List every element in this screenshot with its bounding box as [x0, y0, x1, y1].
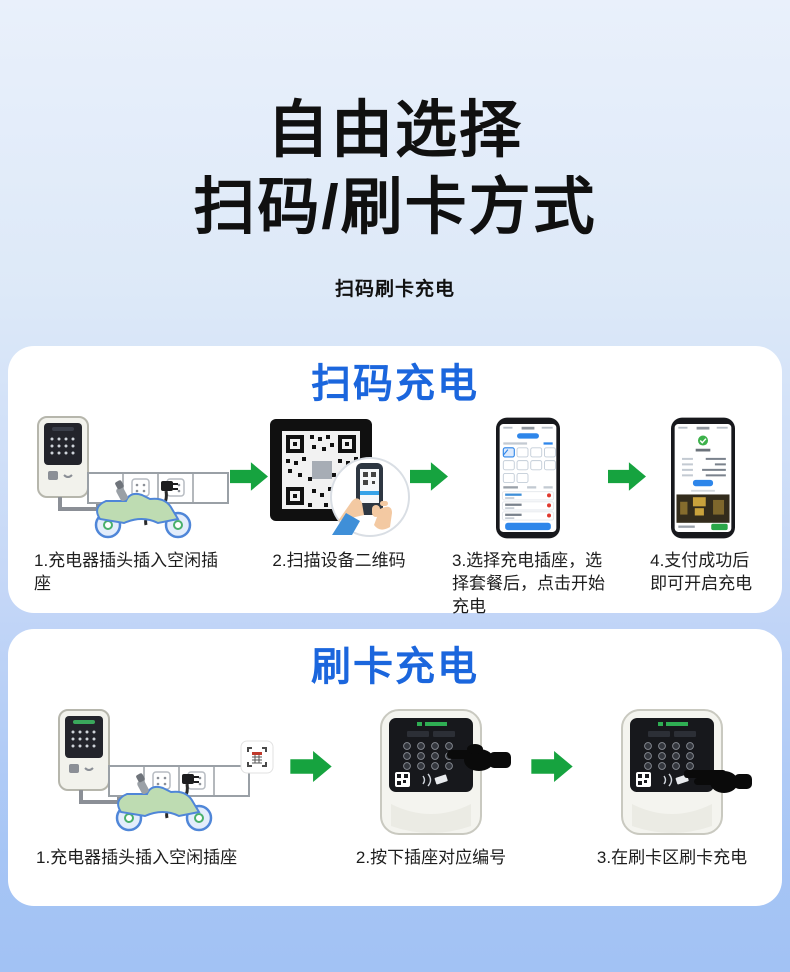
- phone-app-icon: [496, 417, 561, 539]
- qr-code-icon: [270, 419, 410, 537]
- arrow-right-icon: [289, 696, 332, 836]
- scan-charge-card: 扫码充电: [8, 346, 782, 616]
- step-scan-qr: 2.扫描设备二维码: [268, 413, 410, 572]
- step-pay-success: 4.支付成功后即可开启充电: [646, 413, 760, 595]
- scan-frame-icon: [240, 740, 274, 779]
- scan-charge-header: 扫码充电: [311, 362, 479, 406]
- step-caption: 2.按下插座对应编号: [355, 848, 507, 867]
- card-charge-card: 刷卡充电: [8, 629, 782, 906]
- step-select-socket: 3.选择充电插座，选择套餐后，点击开始充电: [448, 413, 608, 618]
- reader-press-illustration: [351, 696, 511, 836]
- page-title-line1: 自由选择: [266, 96, 523, 165]
- page-title-line2: 扫码/刷卡方式: [193, 173, 597, 242]
- arrow-right-icon: [230, 413, 268, 539]
- arrow-right-icon: [410, 413, 448, 539]
- charger-strip-scooter-illustration: [30, 413, 230, 539]
- step-caption: 3.在刷卡区刷卡充电: [596, 848, 748, 867]
- step-caption: 3.选择充电插座，选择套餐后，点击开始充电: [452, 551, 605, 616]
- step-plug-in: 1.充电器插头插入空闲插座: [30, 413, 230, 595]
- phone-success-icon: [671, 417, 736, 539]
- card-charge-steps: 1.充电器插头插入空闲插座: [8, 690, 782, 869]
- step-caption: 1.充电器插头插入空闲插座: [36, 848, 238, 867]
- step-plug-in: 1.充电器插头插入空闲插座: [32, 696, 274, 869]
- step-caption: 1.充电器插头插入空闲插座: [34, 551, 219, 593]
- charger-scooter-icon: [58, 709, 250, 832]
- arrow-right-icon: [608, 413, 647, 539]
- app-select-phone-illustration: [448, 413, 608, 539]
- step-caption: 4.支付成功后即可开启充电: [650, 551, 753, 593]
- page-subtitle: 扫码刷卡充电: [334, 279, 455, 300]
- card-reader-icon: [380, 709, 511, 835]
- arrow-right-icon: [530, 696, 573, 836]
- step-caption: 2.扫描设备二维码: [272, 551, 406, 570]
- reader-swipe-illustration: [592, 696, 752, 836]
- charger-scooter-icon: [37, 416, 229, 539]
- qr-scan-illustration: [268, 413, 410, 539]
- scan-charge-steps: 1.充电器插头插入空闲插座: [8, 407, 782, 618]
- pay-success-phone-illustration: [646, 413, 760, 539]
- hero: 自由选择 扫码/刷卡方式 扫码刷卡充电: [0, 0, 790, 301]
- step-swipe-card: 3.在刷卡区刷卡充电: [592, 696, 752, 869]
- card-reader-icon: [621, 709, 752, 835]
- card-charge-header: 刷卡充电: [311, 645, 479, 689]
- step-press-number: 2.按下插座对应编号: [351, 696, 511, 869]
- charger-strip-scooter-illustration: [32, 696, 274, 836]
